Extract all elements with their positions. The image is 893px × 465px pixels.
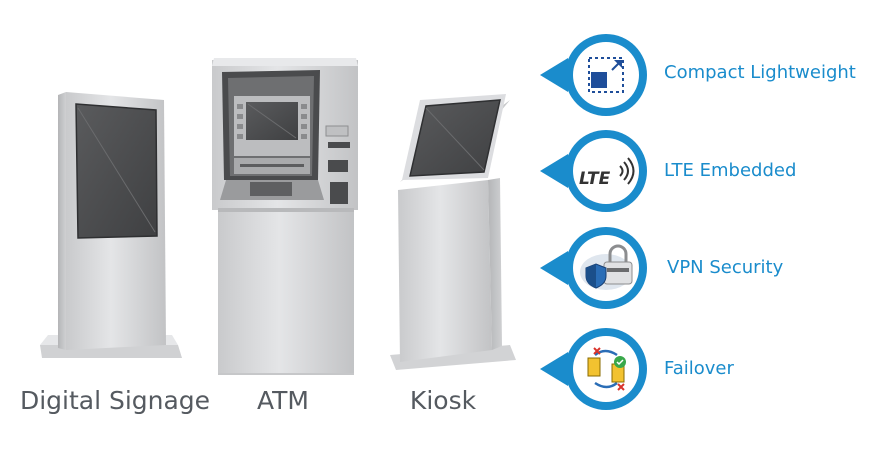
failover-sim-icon: [587, 347, 626, 391]
atm-illustration: [212, 58, 358, 375]
feature-label-compact: Compact Lightweight: [664, 62, 856, 83]
digital-signage-illustration: [40, 92, 182, 358]
kiosk-illustration: [390, 94, 516, 370]
feature-label-failover: Failover: [664, 358, 734, 379]
device-label-kiosk: Kiosk: [409, 386, 477, 415]
feature-label-lte: LTE Embedded: [664, 160, 797, 181]
device-label-digital-signage: Digital Signage: [19, 386, 211, 415]
compact-resize-icon: [588, 57, 624, 93]
feature-marker-lte: [540, 130, 647, 212]
vpn-shield-lock-icon: [580, 244, 633, 290]
lte-signal-icon: LTE: [579, 157, 635, 189]
device-label-atm: ATM: [256, 386, 310, 415]
feature-label-vpn: VPN Security: [667, 257, 784, 278]
lte-icon-text: LTE: [579, 169, 611, 189]
